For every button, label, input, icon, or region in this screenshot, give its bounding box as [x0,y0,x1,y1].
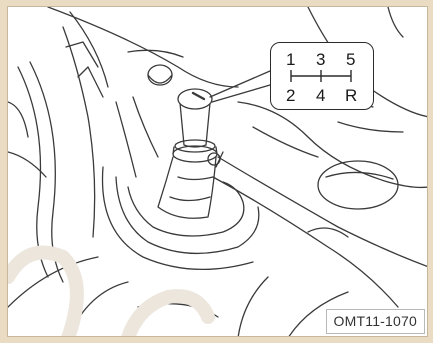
watermark-arcs [8,253,208,338]
gear-1-label: 1 [286,51,295,68]
figure-code-label: OMT11-1070 [326,309,425,334]
gear-2-label: 2 [286,87,295,104]
gear-4-label: 4 [316,87,325,104]
illustration-panel: 1 3 5 2 4 R OMT11-1070 [7,6,428,337]
gear-3-label: 3 [316,51,325,68]
gear-5-label: 5 [346,51,355,68]
shift-pattern-diagram: 1 3 5 2 4 R [270,42,374,110]
gear-r-label: R [345,87,357,104]
